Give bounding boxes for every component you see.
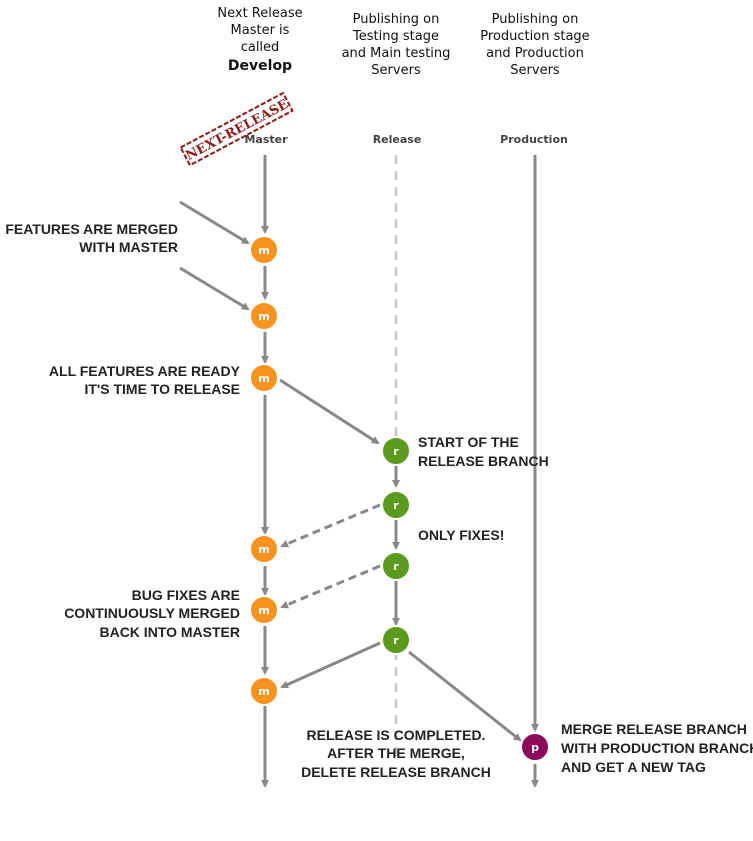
header-production-line-2: Production stage xyxy=(480,29,589,44)
note-line: WITH PRODUCTION BRANCH xyxy=(561,740,753,756)
note-line: IT'S TIME TO RELEASE xyxy=(84,381,240,397)
note-line: START OF THE xyxy=(418,434,519,450)
lane-label-production: Production xyxy=(500,133,568,146)
note-line: FEATURES ARE MERGED xyxy=(5,221,178,237)
note-only-fixes: ONLY FIXES! xyxy=(418,527,504,543)
lane-label-release: Release xyxy=(373,133,422,146)
header-release-line-1: Publishing on xyxy=(353,12,440,27)
branch-off-arrow xyxy=(279,378,380,445)
note-line: RELEASE IS COMPLETED. xyxy=(307,727,486,743)
release-node-letter: r xyxy=(393,560,399,573)
header-release: Publishing on Testing stage and Main tes… xyxy=(342,12,451,78)
header-master-line-2: Master is xyxy=(231,23,290,38)
note-line: DELETE RELEASE BRANCH xyxy=(301,764,491,780)
note-line: AFTER THE MERGE, xyxy=(327,745,465,761)
note-line: BUG FIXES ARE xyxy=(132,587,240,603)
fix-merge-back-arrow xyxy=(280,503,381,548)
header-production-line-4: Servers xyxy=(510,63,560,78)
stamp-text: NEXT-RELEASE xyxy=(183,97,291,164)
master-node: m xyxy=(249,676,279,706)
fix-merge-back-arrow xyxy=(280,564,381,609)
note-line: CONTINUOUSLY MERGED xyxy=(64,605,240,621)
note-features-ready: ALL FEATURES ARE READY IT'S TIME TO RELE… xyxy=(49,363,241,397)
release-node: r xyxy=(381,551,411,581)
release-node-letter: r xyxy=(393,634,399,647)
header-release-line-4: Servers xyxy=(371,63,421,78)
release-node: r xyxy=(381,625,411,655)
feature-merge-arrow xyxy=(179,266,250,311)
release-node: r xyxy=(381,490,411,520)
header-production-line-3: and Production xyxy=(486,46,584,61)
final-merge-master-arrow xyxy=(280,641,381,689)
master-node-letter: m xyxy=(258,543,269,556)
header-release-line-2: Testing stage xyxy=(352,29,439,44)
note-line: WITH MASTER xyxy=(79,239,178,255)
master-node: m xyxy=(249,595,279,625)
master-node-letter: m xyxy=(258,244,269,257)
master-node: m xyxy=(249,534,279,564)
note-start-release: START OF THE RELEASE BRANCH xyxy=(418,434,549,469)
header-production-line-1: Publishing on xyxy=(492,12,579,27)
note-features-merged: FEATURES ARE MERGED WITH MASTER xyxy=(5,221,178,255)
master-node-letter: m xyxy=(258,310,269,323)
note-merge-release: MERGE RELEASE BRANCH WITH PRODUCTION BRA… xyxy=(561,721,753,775)
master-node: m xyxy=(249,235,279,265)
lane-label-master: Master xyxy=(244,133,288,146)
header-master: Next Release Master is called Develop xyxy=(217,6,302,74)
final-merge-production-arrow xyxy=(408,650,522,742)
note-line: ALL FEATURES ARE READY xyxy=(49,363,241,379)
master-node: m xyxy=(249,363,279,393)
master-node-letter: m xyxy=(258,604,269,617)
release-node-letter: r xyxy=(393,499,399,512)
master-node-letter: m xyxy=(258,685,269,698)
production-node-letter: p xyxy=(531,741,539,754)
master-node-letter: m xyxy=(258,372,269,385)
feature-merge-arrow xyxy=(179,200,250,245)
note-line: RELEASE BRANCH xyxy=(418,453,549,469)
note-line: AND GET A NEW TAG xyxy=(561,759,706,775)
master-node: m xyxy=(249,301,279,331)
header-master-line-1: Next Release xyxy=(217,6,302,21)
note-line: BACK INTO MASTER xyxy=(99,624,240,640)
header-master-line-3: called xyxy=(241,40,280,55)
header-production: Publishing on Production stage and Produ… xyxy=(480,12,589,78)
note-bug-fixes: BUG FIXES ARE CONTINUOUSLY MERGED BACK I… xyxy=(64,587,240,640)
production-node: p xyxy=(520,732,550,762)
release-node-letter: r xyxy=(393,445,399,458)
note-line: MERGE RELEASE BRANCH xyxy=(561,721,747,737)
header-master-bold: Develop xyxy=(228,58,292,74)
release-node: r xyxy=(381,436,411,466)
header-release-line-3: and Main testing xyxy=(342,46,451,61)
note-release-completed: RELEASE IS COMPLETED. AFTER THE MERGE, D… xyxy=(301,727,491,780)
next-release-stamp: NEXT-RELEASE xyxy=(179,91,294,167)
